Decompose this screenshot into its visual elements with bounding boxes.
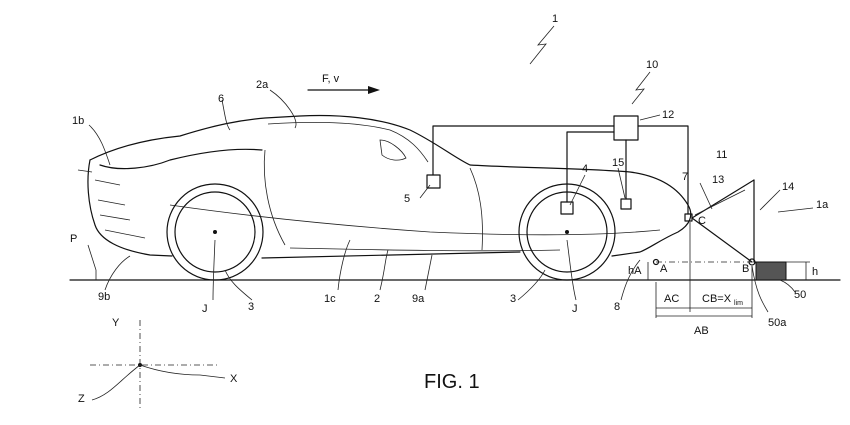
label-J-rear: J	[202, 303, 208, 315]
label-50a: 50a	[768, 317, 787, 329]
label-h: h	[812, 266, 818, 278]
label-f-v: F, v	[322, 73, 340, 85]
label-hA: hA	[628, 265, 642, 277]
label-7: 7	[682, 171, 688, 183]
label-1a: 1a	[816, 199, 829, 211]
label-2a: 2a	[256, 79, 269, 91]
label-J-front: J	[572, 303, 578, 315]
label-12: 12	[662, 109, 674, 121]
label-2: 2	[374, 293, 380, 305]
label-AB: AB	[694, 325, 709, 337]
axis-label-X: X	[230, 373, 238, 385]
sensor-15	[620, 198, 632, 210]
label-5: 5	[404, 193, 410, 205]
wiring	[432, 125, 689, 215]
label-6: 6	[218, 93, 224, 105]
label-1c: 1c	[324, 293, 336, 305]
label-13: 13	[712, 174, 724, 186]
label-3-front: 3	[510, 293, 516, 305]
label-B: B	[742, 263, 749, 275]
leader-lines	[77, 25, 814, 313]
label-9a: 9a	[412, 293, 425, 305]
direction-arrowhead	[368, 86, 380, 94]
coordinate-axes	[90, 320, 226, 410]
label-15: 15	[612, 157, 624, 169]
axis-label-Z: Z	[78, 393, 85, 405]
label-14: 14	[782, 181, 794, 193]
label-1b: 1b	[72, 115, 84, 127]
sensor-5	[426, 174, 441, 189]
label-10: 10	[646, 59, 658, 71]
label-1: 1	[552, 13, 558, 25]
car-body	[87, 114, 692, 259]
obstacle-50	[755, 261, 787, 281]
label-CB: CB=X	[702, 293, 732, 305]
label-50: 50	[794, 289, 806, 301]
label-9b: 9b	[98, 291, 110, 303]
label-8: 8	[614, 301, 620, 313]
figure-caption: FIG. 1	[424, 371, 480, 393]
label-11: 11	[716, 149, 727, 161]
label-CB-sub: lim	[734, 300, 743, 307]
rear-wheel	[166, 183, 264, 281]
label-C: C	[698, 215, 706, 227]
sensor-4	[560, 201, 574, 215]
dimension-lines	[647, 222, 810, 318]
label-4: 4	[582, 163, 588, 175]
label-3-rear: 3	[248, 301, 254, 313]
axis-label-Y: Y	[112, 317, 120, 329]
label-A: A	[660, 263, 668, 275]
label-AC: AC	[664, 293, 679, 305]
detection-beam	[652, 179, 784, 266]
control-unit-12	[613, 115, 639, 141]
label-P: P	[70, 233, 77, 245]
